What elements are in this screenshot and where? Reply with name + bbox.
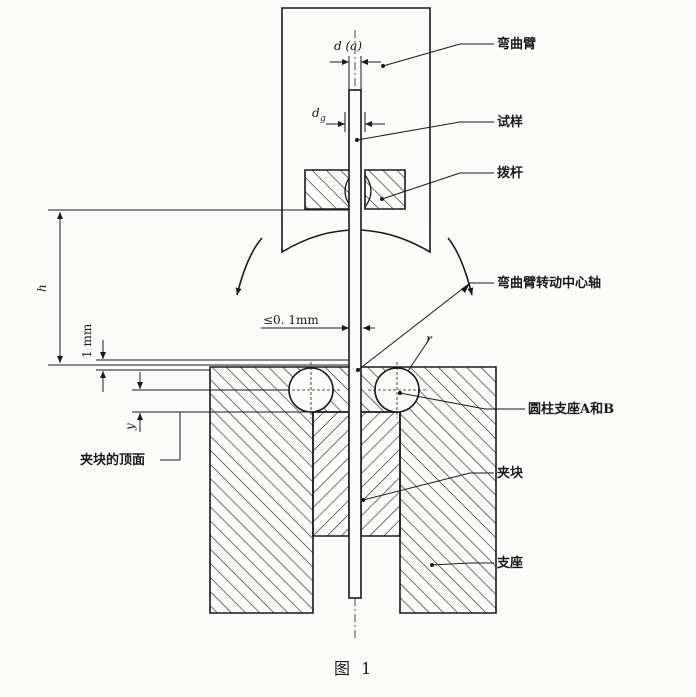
clamp-top-reference (160, 412, 181, 461)
figure-caption: 图 1 (334, 659, 374, 678)
dim-label-h: h (35, 284, 49, 292)
dimension-h (48, 209, 349, 366)
label-pivot-axis: 弯曲臂转动中心轴 (497, 275, 601, 291)
rotation-arrow (235, 237, 474, 296)
dim-label-dg: d (312, 106, 320, 120)
label-support: 支座 (496, 555, 523, 571)
cylinders (282, 337, 431, 418)
dim-label-d-a: d (a) (334, 39, 362, 53)
label-cylinders: 圆柱支座A和B (528, 401, 614, 417)
specimen (348, 89, 362, 599)
dim-label-gap: ≤0. 1mm (263, 313, 319, 327)
dim-label-y: y (123, 423, 137, 431)
dimension-y (132, 372, 313, 432)
dim-label-r: r (426, 332, 433, 346)
lever-blocks (304, 169, 406, 210)
dimension-dg (326, 112, 385, 132)
label-bending-arm: 弯曲臂 (497, 36, 536, 52)
dim-label-dg-sub: g (320, 114, 326, 124)
label-clamp: 夹块 (497, 465, 524, 481)
leader-lines (356, 43, 525, 566)
pivot-arrowhead (461, 283, 470, 293)
label-specimen: 试样 (497, 114, 523, 130)
dim-label-1mm: 1 mm (80, 323, 94, 358)
label-lever: 拨杆 (497, 165, 523, 181)
dimension-1mm (96, 340, 349, 392)
dimension-d-a (330, 56, 381, 90)
leader-dots (355, 64, 434, 567)
label-clamp-top: 夹块的顶面 (80, 452, 145, 468)
